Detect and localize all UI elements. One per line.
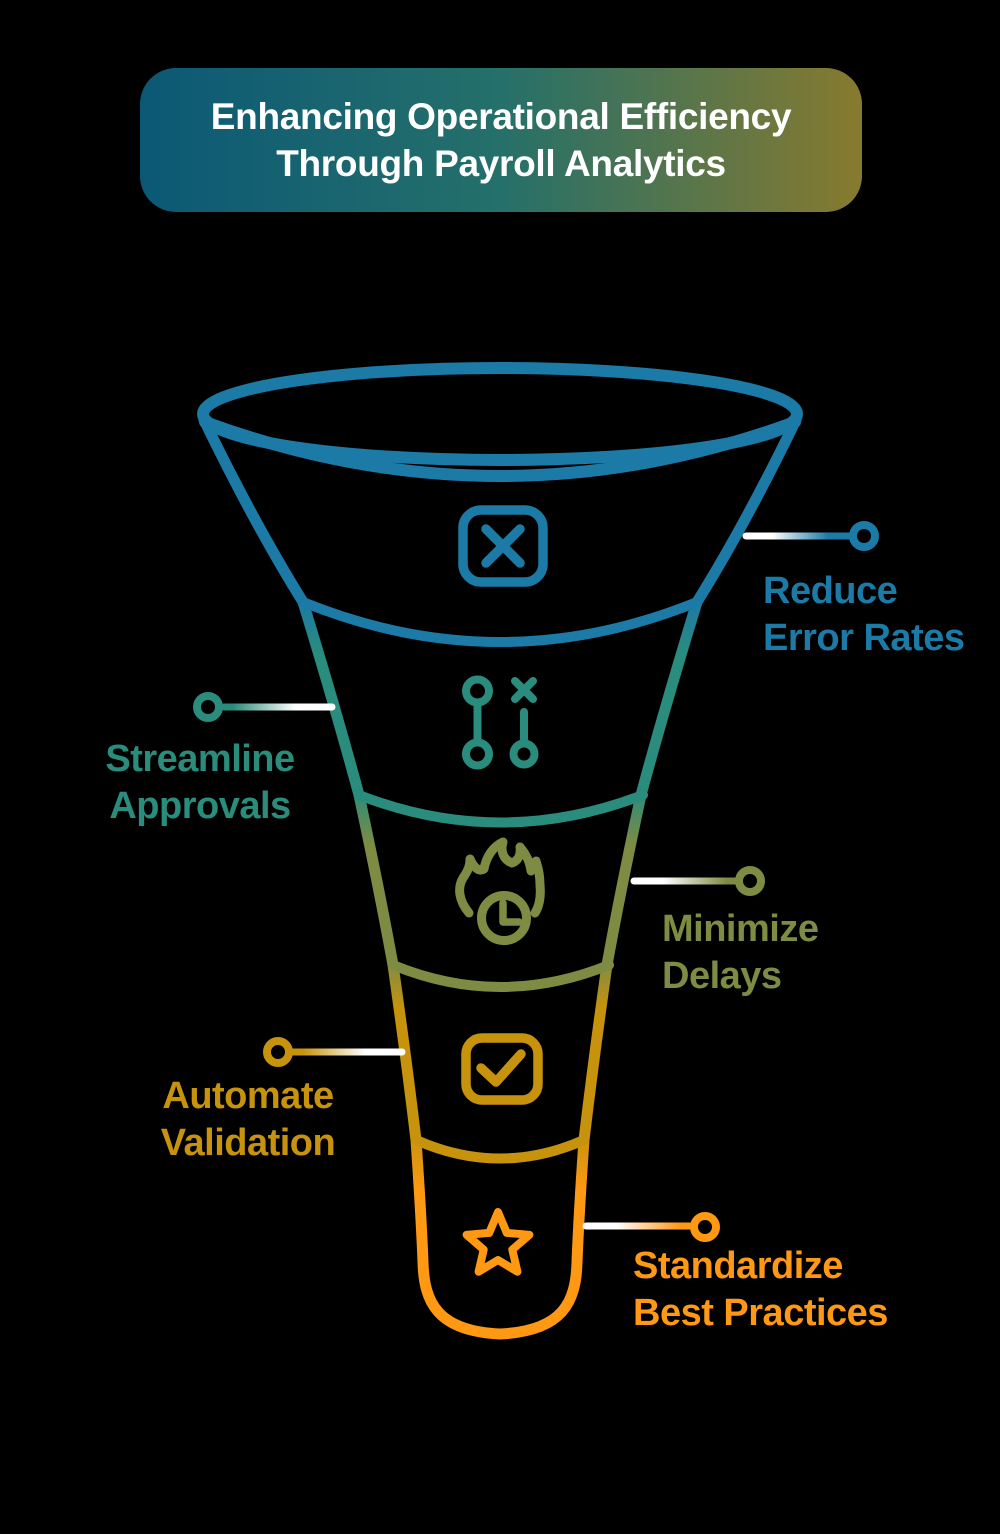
connector-standardize-best-practices <box>582 1212 720 1242</box>
stage-label-line: Approvals <box>109 785 291 827</box>
connector-dot <box>849 521 879 551</box>
title-line-1: Enhancing Operational Efficiency <box>210 96 792 137</box>
connector-automate-validation <box>263 1037 406 1067</box>
stage-label-line: Standardize <box>633 1245 843 1287</box>
flame-clock-icon <box>455 837 545 945</box>
x-square-icon <box>458 505 548 587</box>
funnel-rim-front-arc <box>199 416 801 482</box>
stage-label-standardize-best-practices: Standardize Best Practices <box>633 1243 888 1337</box>
stage-label-line: Best Practices <box>633 1292 888 1334</box>
stage-label-line: Delays <box>662 955 782 997</box>
connector-dot <box>263 1037 293 1067</box>
stage-label-streamline-approvals: Streamline Approvals <box>60 736 340 830</box>
connector-dot <box>193 692 223 722</box>
funnel-outline <box>198 414 802 1340</box>
check-square-icon <box>461 1033 543 1105</box>
stage-label-line: Automate <box>162 1075 334 1117</box>
connector-minimize-delays <box>630 866 765 896</box>
stage-label-line: Minimize <box>662 908 819 950</box>
segment-divider-4 <box>411 1135 589 1164</box>
stage-label-reduce-error-rates: Reduce Error Rates <box>763 568 965 662</box>
title-line-2: Through Payroll Analytics <box>276 143 726 184</box>
stage-label-line: Error Rates <box>763 617 965 659</box>
tactics-route-icon <box>462 675 539 770</box>
stage-label-line: Reduce <box>763 570 898 612</box>
segment-divider-1 <box>298 597 702 647</box>
stage-label-line: Streamline <box>105 738 295 780</box>
segment-divider-2 <box>354 790 648 828</box>
connector-streamline-approvals <box>193 692 336 722</box>
segment-divider-3 <box>388 960 614 992</box>
stage-label-automate-validation: Automate Validation <box>108 1073 388 1167</box>
connector-dot <box>735 866 765 896</box>
funnel-body <box>197 362 803 1340</box>
stage-label-minimize-delays: Minimize Delays <box>662 906 819 1000</box>
connector-reduce-error-rates <box>742 521 879 551</box>
connector-dot <box>690 1212 720 1242</box>
star-icon <box>462 1208 534 1276</box>
stage-label-line: Validation <box>160 1122 336 1164</box>
funnel-top-ellipse <box>197 362 803 466</box>
title-banner: Enhancing Operational Efficiency Through… <box>140 68 862 212</box>
